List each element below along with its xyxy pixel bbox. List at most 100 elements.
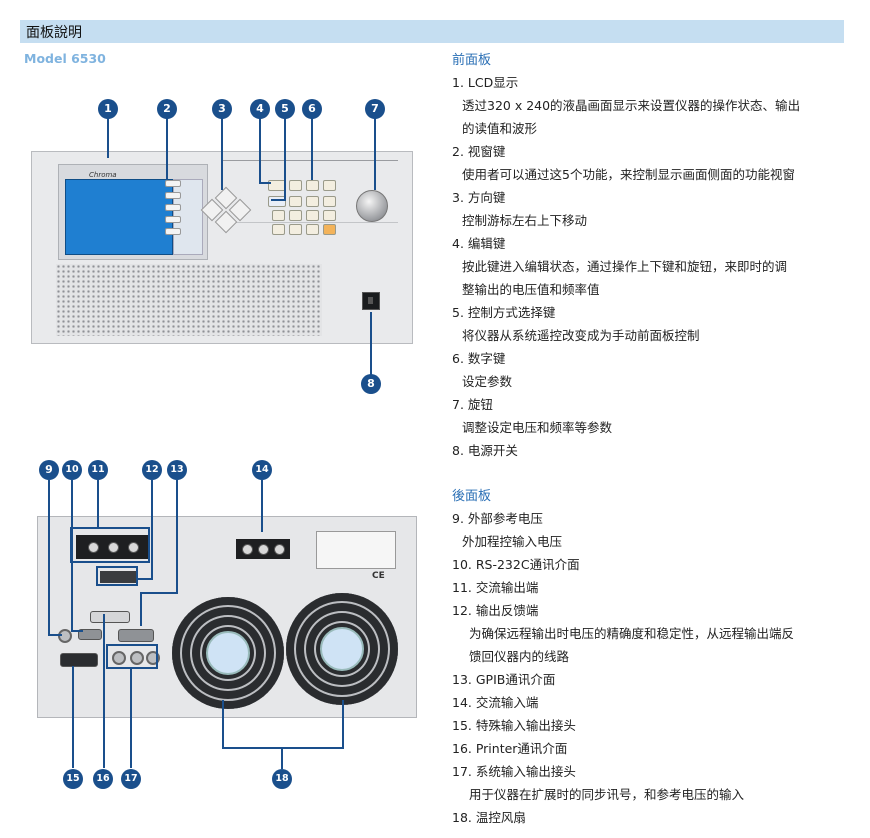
keypad-key <box>289 224 302 235</box>
rear-item-title: 15. 特殊输入输出接头 <box>452 718 576 733</box>
callout-line <box>221 118 223 190</box>
front-item-title: 4. 编辑键 <box>452 236 506 251</box>
rear-item-title: 12. 输出反馈端 <box>452 603 539 618</box>
keypad-key <box>323 196 336 207</box>
highlight-box <box>96 566 138 586</box>
callout-line <box>72 666 74 768</box>
callout-badge: 8 <box>361 374 381 394</box>
system-io-bnc <box>112 651 126 665</box>
terminal-screw <box>108 542 119 553</box>
keypad-key <box>306 180 319 191</box>
window-key <box>165 216 181 223</box>
fan-hub <box>206 631 250 675</box>
front-panel-heading: 前面板 <box>452 53 492 68</box>
front-item-title: 3. 方向键 <box>452 190 506 205</box>
front-item-desc: 的读值和波形 <box>462 121 538 136</box>
callout-badge: 13 <box>167 460 187 480</box>
front-item-desc: 整输出的电压值和频率值 <box>462 282 600 297</box>
callout-line <box>97 480 99 528</box>
window-key <box>165 228 181 235</box>
callout-line <box>140 592 178 594</box>
callout-line <box>259 182 271 184</box>
callout-badge: 7 <box>365 99 385 119</box>
callout-line <box>130 668 132 768</box>
rear-item-title: 14. 交流输入端 <box>452 695 539 710</box>
callout-line <box>271 199 286 201</box>
callout-line <box>138 578 153 580</box>
callout-line <box>71 630 83 632</box>
rating-label-plate <box>316 531 396 569</box>
rotary-knob <box>356 190 388 222</box>
printer-connector <box>90 611 130 623</box>
keypad-key <box>323 210 336 221</box>
keypad-key <box>289 210 302 221</box>
callout-line <box>311 118 313 180</box>
callout-badge: 1 <box>98 99 118 119</box>
front-item-title: 7. 旋钮 <box>452 397 493 412</box>
rear-panel-heading: 後面板 <box>452 489 492 504</box>
keypad-key <box>306 224 319 235</box>
highlight-box <box>70 527 150 563</box>
callout-line <box>374 118 376 190</box>
front-item-desc: 调整设定电压和频率等参数 <box>462 420 613 435</box>
keypad-key <box>272 224 285 235</box>
rear-item-title: 17. 系统输入输出接头 <box>452 764 576 779</box>
window-key <box>165 180 181 187</box>
window-key <box>165 192 181 199</box>
callout-badge: 10 <box>62 460 82 480</box>
keypad-key <box>289 180 302 191</box>
rear-item-desc: 馈回仪器内的线路 <box>469 649 570 664</box>
callout-badge: 9 <box>39 460 59 480</box>
callout-line <box>107 118 109 158</box>
model-name: Model 6530 <box>24 51 106 66</box>
gpib-connector <box>118 629 154 642</box>
special-io-connector <box>60 653 98 667</box>
callout-badge: 11 <box>88 460 108 480</box>
callout-badge: 17 <box>121 769 141 789</box>
front-item-desc: 设定参数 <box>462 374 513 389</box>
callout-badge: 18 <box>272 769 292 789</box>
lcd-bezel: Chroma <box>58 164 208 260</box>
callout-line <box>342 700 344 748</box>
callout-badge: 4 <box>250 99 270 119</box>
callout-line <box>370 312 372 376</box>
terminal-screw <box>88 542 99 553</box>
front-item-desc: 将仪器从系统遥控改变成为手动前面板控制 <box>462 328 700 343</box>
callout-line <box>71 480 73 632</box>
callout-badge: 6 <box>302 99 322 119</box>
panel-divider-line <box>222 160 398 161</box>
callout-line <box>281 747 283 769</box>
callout-badge: 5 <box>275 99 295 119</box>
front-item-desc: 使用者可以通过这5个功能，来控制显示画面侧面的功能视窗 <box>462 167 795 182</box>
callout-line <box>48 634 62 636</box>
section-title: 面板說明 <box>26 25 82 41</box>
section-header-bar: 面板說明 <box>20 20 844 43</box>
callout-line <box>151 480 153 580</box>
rear-item-desc: 为确保远程输出时电压的精确度和稳定性，从远程输出端反 <box>469 626 795 641</box>
front-item-title: 8. 电源开关 <box>452 443 518 458</box>
ext-ref-bnc <box>58 629 72 643</box>
callout-line <box>140 592 142 626</box>
window-key <box>165 204 181 211</box>
fan-hub <box>320 627 364 671</box>
rear-item-title: 18. 温控风扇 <box>452 810 526 825</box>
callout-badge: 12 <box>142 460 162 480</box>
enter-key <box>323 224 336 235</box>
keypad-key <box>306 196 319 207</box>
callout-line <box>222 700 224 748</box>
callout-line <box>261 480 263 532</box>
callout-badge: 15 <box>63 769 83 789</box>
rear-item-desc: 用于仪器在扩展时的同步讯号，和参考电压的输入 <box>469 787 745 802</box>
front-item-desc: 透过320 x 240的液晶画面显示来设置仪器的操作状态、输出 <box>462 98 801 113</box>
system-io-bnc <box>130 651 144 665</box>
callout-badge: 2 <box>157 99 177 119</box>
front-item-title: 6. 数字键 <box>452 351 506 366</box>
terminal-screw <box>242 544 253 555</box>
front-item-desc: 控制游标左右上下移动 <box>462 213 588 228</box>
keypad-key <box>306 210 319 221</box>
front-item-title: 1. LCD显示 <box>452 75 519 90</box>
lcd-screen <box>65 179 173 255</box>
rs232-connector <box>78 629 102 640</box>
terminal-screw <box>128 542 139 553</box>
keypad-key <box>289 196 302 207</box>
